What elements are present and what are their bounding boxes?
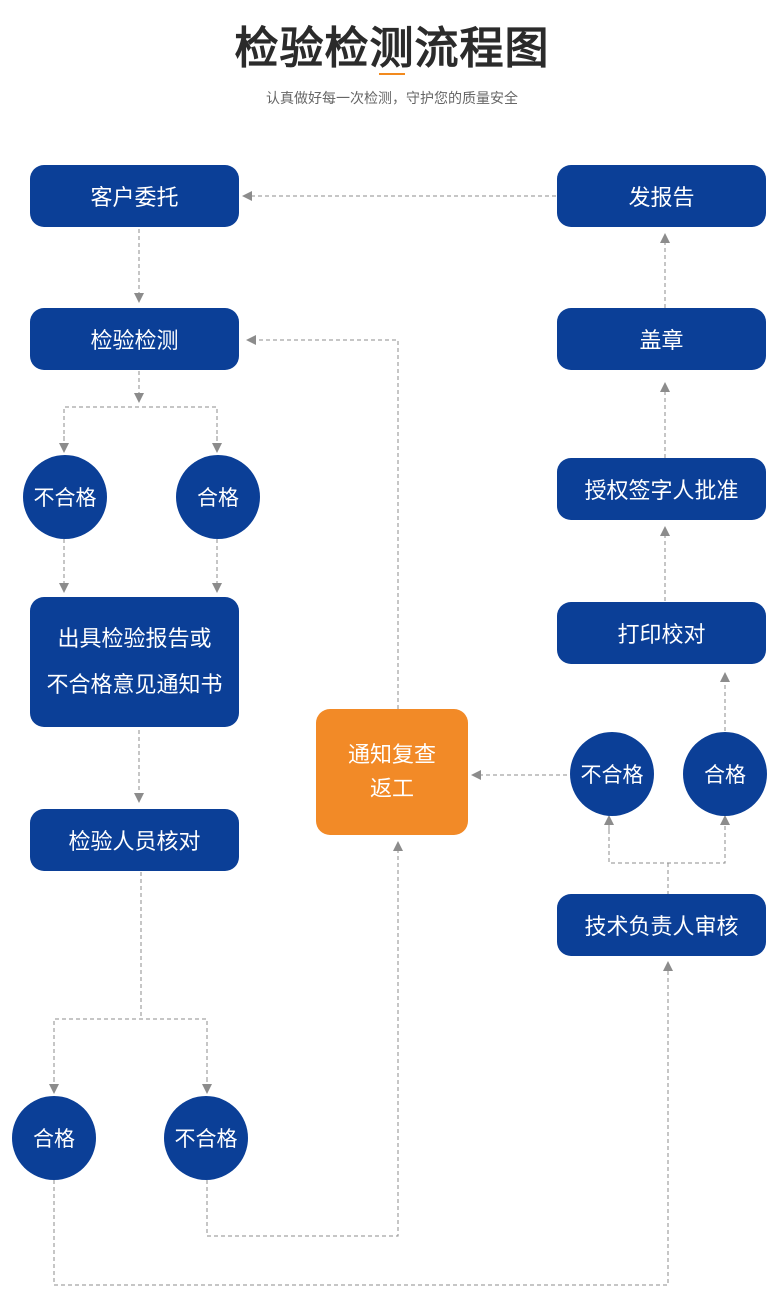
page-title: 检验检测流程图	[234, 24, 550, 73]
node-notify-recheck: 通知复查 返工	[316, 709, 468, 835]
node-issue-report-line2: 不合格意见通知书	[46, 672, 223, 697]
node-send-report: 发报告	[557, 165, 766, 227]
connector-unq2-to-recheck	[206, 841, 403, 1237]
node-qualified-2: 合格	[12, 1096, 96, 1180]
node-issue-report: 出具检验报告或 不合格意见通知书	[30, 597, 239, 727]
node-tech-lead-review: 技术负责人审核	[557, 894, 766, 956]
connector-split-3	[608, 823, 726, 864]
connector-q2-to-techlead	[53, 961, 673, 1286]
node-notify-recheck-line2: 返工	[369, 776, 414, 801]
node-unqualified-3: 不合格	[570, 732, 654, 816]
node-inspection-testing: 检验检测	[30, 308, 239, 370]
node-authorized-signatory: 授权签字人批准	[557, 458, 766, 520]
node-qualified-1: 合格	[176, 455, 260, 539]
node-notify-recheck-line1: 通知复查	[347, 742, 436, 767]
node-qualified-3: 合格	[683, 732, 767, 816]
connector-split-2	[53, 1018, 208, 1088]
connector-split-1	[63, 406, 218, 448]
node-unqualified-2: 不合格	[164, 1096, 248, 1180]
node-inspector-check: 检验人员核对	[30, 809, 239, 871]
node-unqualified-1: 不合格	[23, 455, 107, 539]
node-seal: 盖章	[557, 308, 766, 370]
node-issue-report-line1: 出具检验报告或	[57, 626, 212, 651]
node-client-commission: 客户委托	[30, 165, 239, 227]
connector-recheck-to-testing	[246, 335, 399, 709]
node-print-check: 打印校对	[557, 602, 766, 664]
page-subtitle: 认真做好每一次检测，守护您的质量安全	[266, 90, 518, 106]
title-underline	[379, 73, 405, 75]
